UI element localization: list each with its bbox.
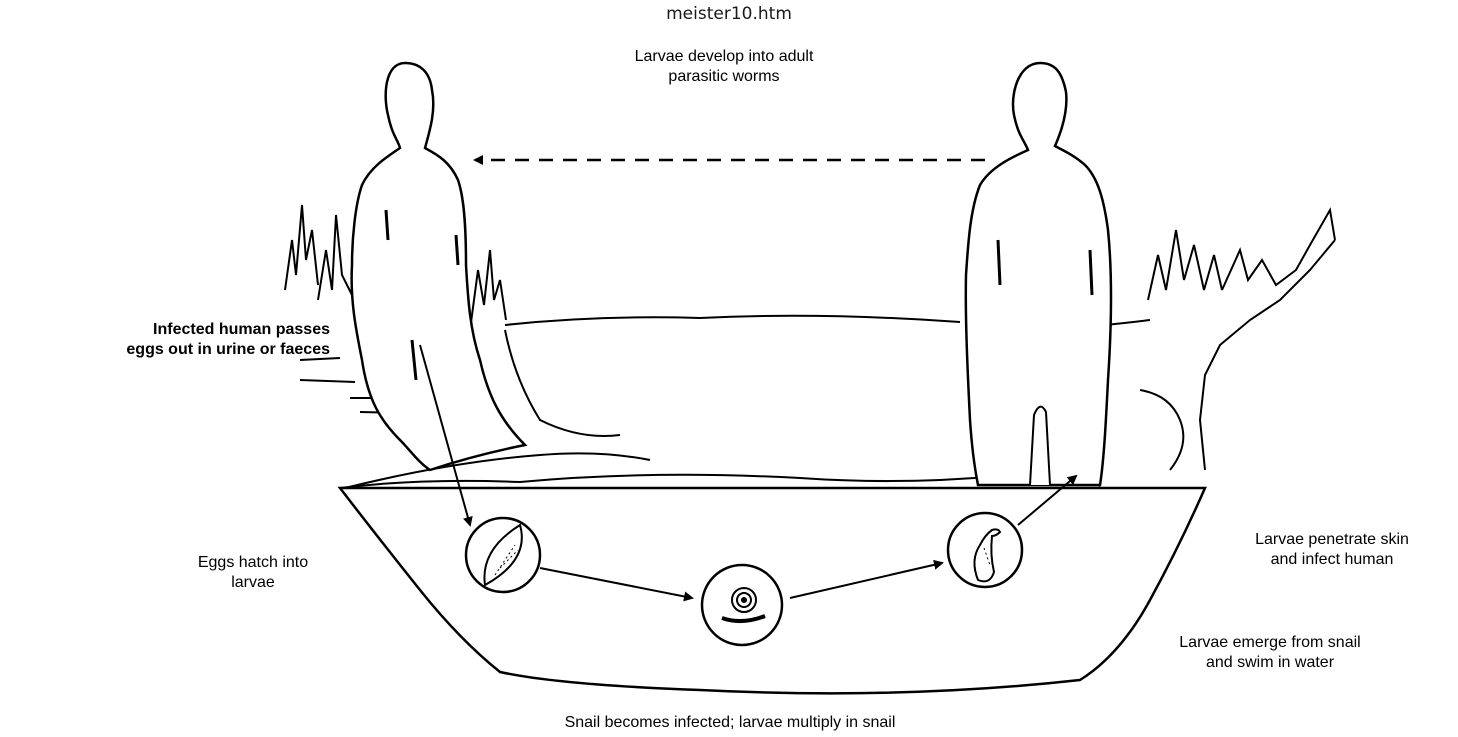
- label-larvae-emerge: Larvae emerge from snail and swim in wat…: [1140, 633, 1400, 673]
- label-snail-infected: Snail becomes infected; larvae multiply …: [500, 713, 960, 733]
- snail-circle: [702, 565, 782, 645]
- right-reeds: [1148, 210, 1335, 470]
- right-human-legs-gap: [1030, 407, 1050, 485]
- label-larvae-develop: Larvae develop into adult parasitic worm…: [594, 47, 854, 87]
- label-infected-human: Infected human passes eggs out in urine …: [0, 320, 330, 360]
- larva-circle: [948, 513, 1022, 587]
- label-eggs-hatch: Eggs hatch into larvae: [178, 553, 328, 593]
- arrow-snail-to-larva: [790, 563, 942, 598]
- arrow-egg-to-snail: [540, 568, 692, 598]
- egg-circle: [466, 518, 540, 592]
- label-larvae-penetrate: Larvae penetrate skin and infect human: [1212, 530, 1452, 570]
